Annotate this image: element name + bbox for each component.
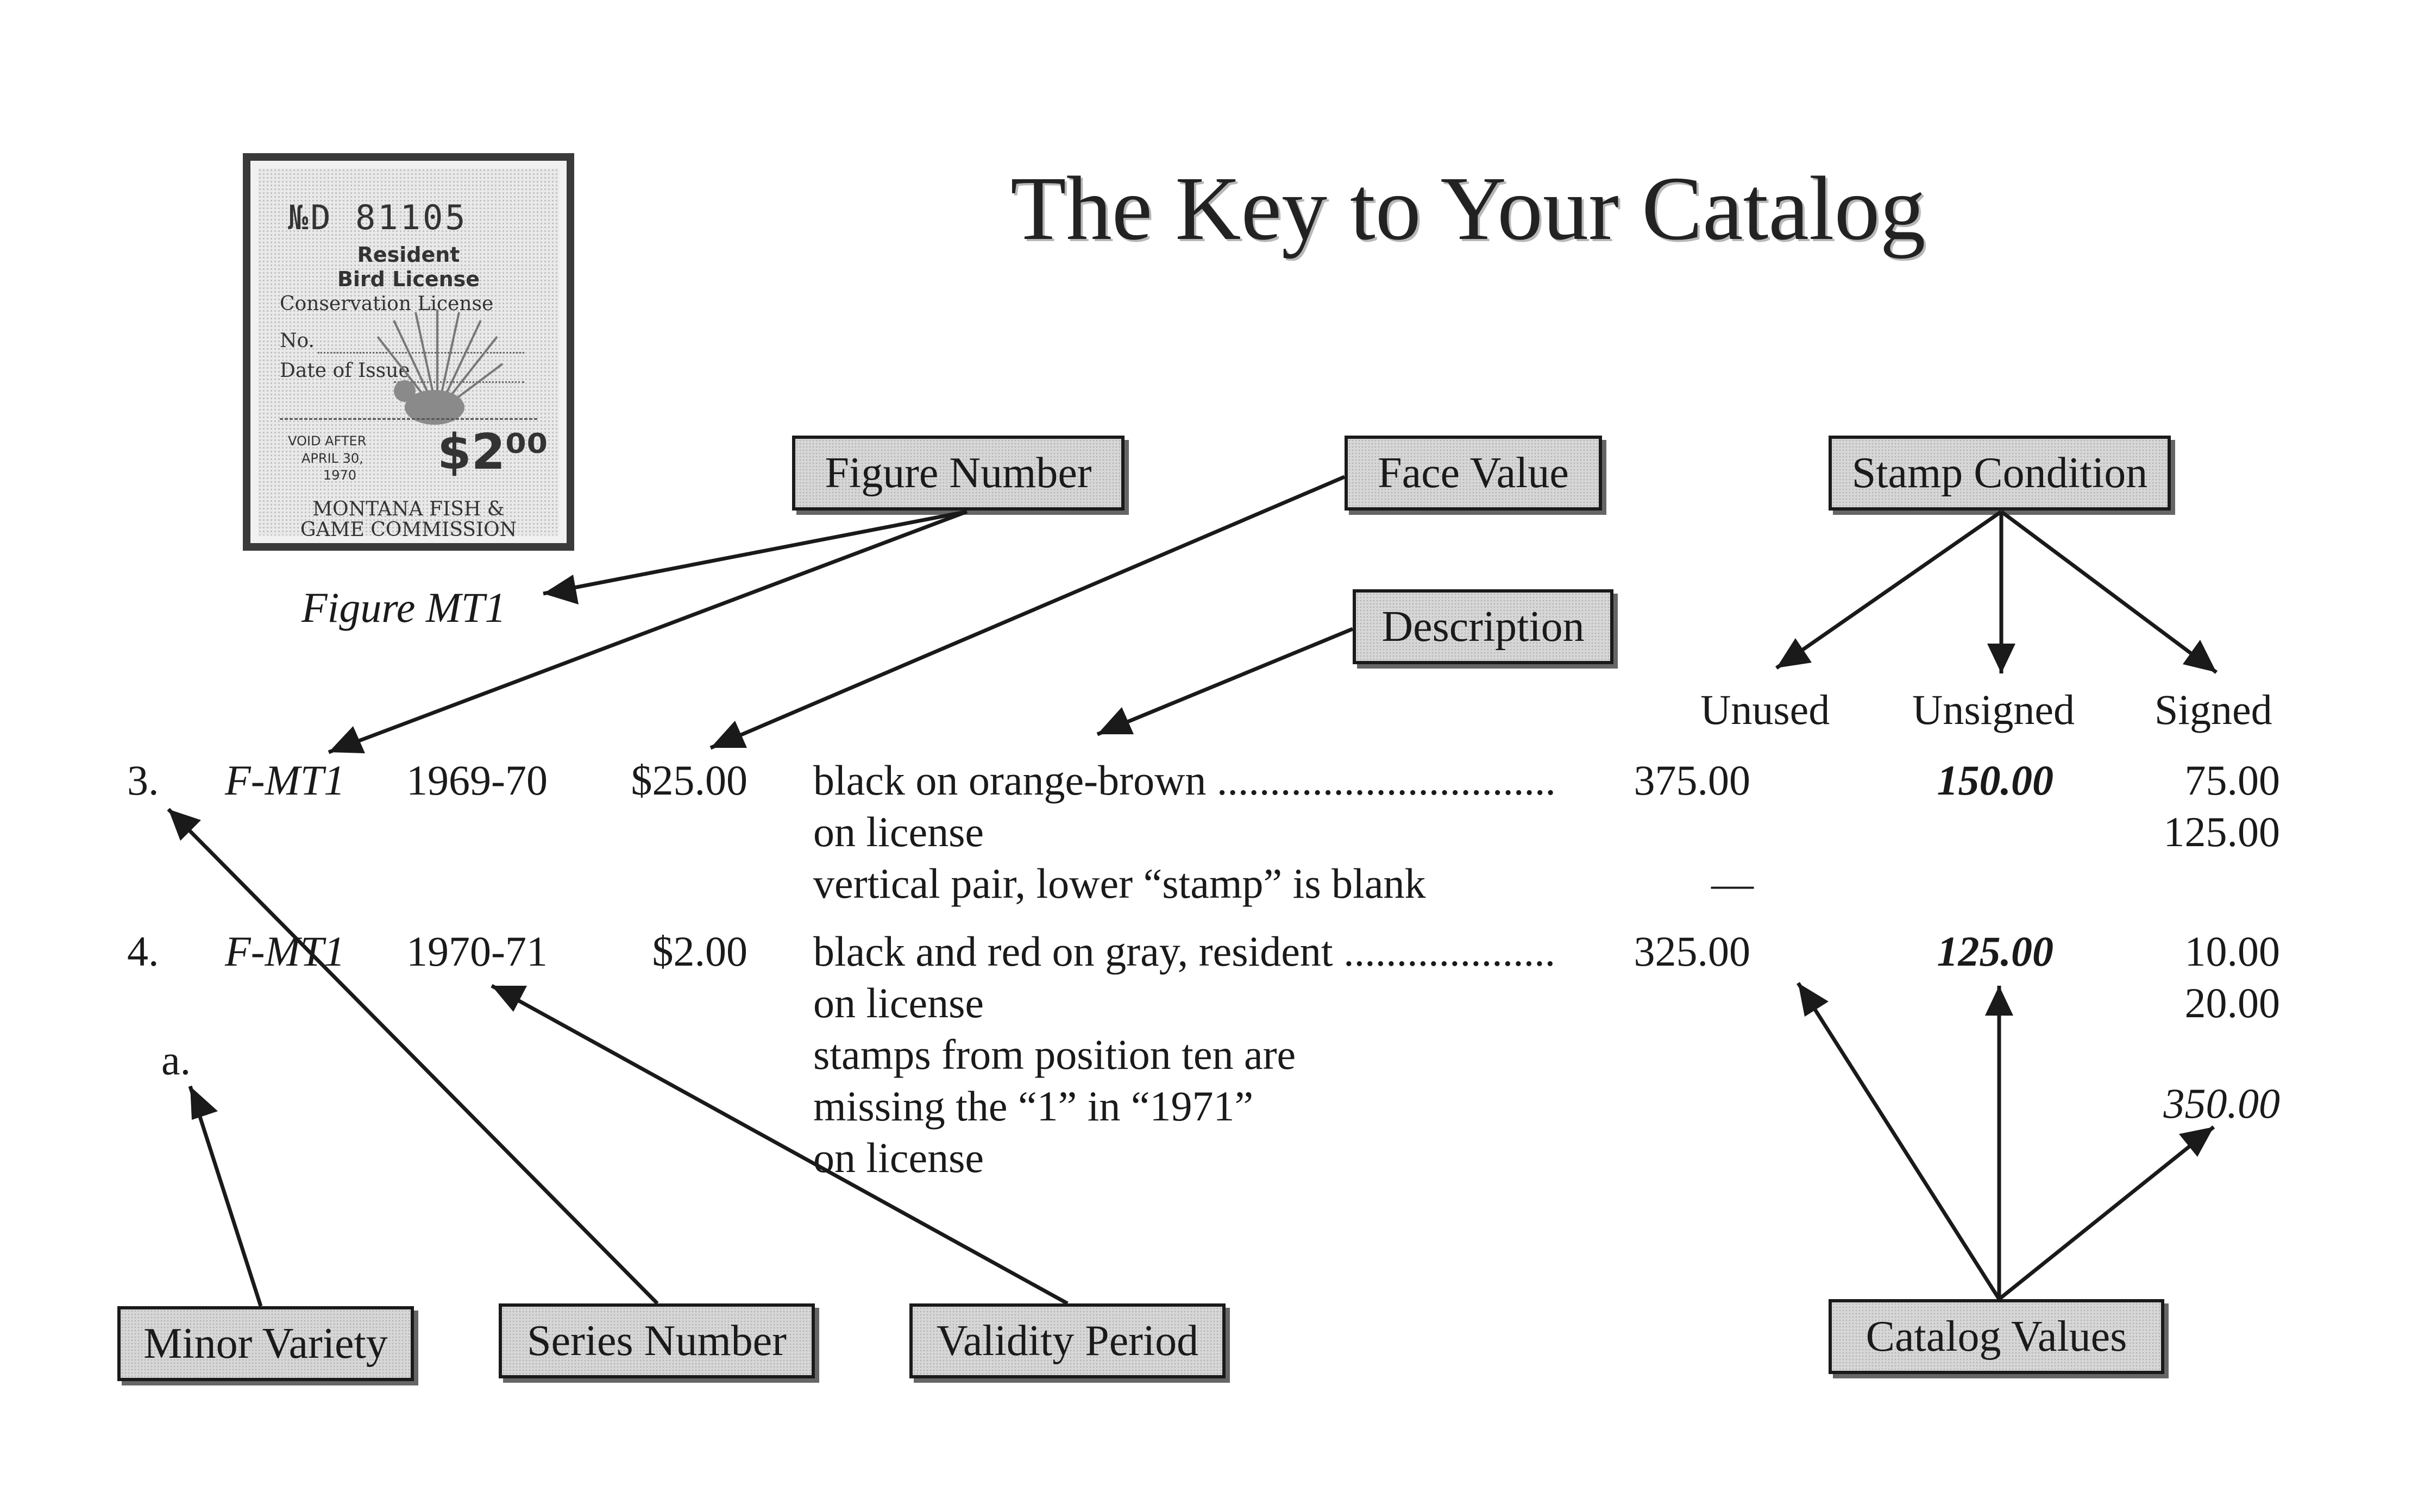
value-unused: 325.00 (1634, 928, 1751, 975)
description: black and red on gray, resident ........… (813, 928, 1556, 975)
page-title: The Key to Your Catalog (1010, 158, 1926, 259)
value-signed: 10.00 (2184, 928, 2281, 975)
description: on license (813, 808, 984, 855)
arrow-to-catalog-unused (1797, 982, 2001, 1300)
stamp-divider (280, 418, 537, 420)
stamp-void-date: APRIL 30, (302, 451, 363, 466)
value-signed: 125.00 (2163, 808, 2281, 855)
validity-period: 1970-71 (406, 928, 548, 975)
stamp-void-year: 1970 (323, 468, 357, 483)
column-header-unused: Unused (1700, 686, 1830, 733)
stamp-line-no: No. (280, 330, 315, 352)
description: on license (813, 979, 984, 1026)
stamp-line-date: Date of Issue (280, 360, 410, 382)
arrow-to-validity-period (491, 984, 1069, 1306)
description: stamps from position ten are (813, 1031, 1296, 1078)
label-figure-number: Figure Number (792, 436, 1125, 511)
stamp-value: $2⁰⁰ (437, 424, 549, 481)
label-stamp-condition: Stamp Condition (1829, 436, 2171, 511)
column-header-signed: Signed (2155, 686, 2272, 733)
stamp-dotted-line (318, 352, 524, 354)
label-catalog-values: Catalog Values (1829, 1299, 2164, 1374)
column-header-unsigned: Unsigned (1912, 686, 2075, 733)
label-face-value: Face Value (1345, 436, 1602, 511)
stamp-dotted-line (394, 381, 524, 383)
value-unused: 375.00 (1634, 757, 1751, 804)
label-description: Description (1353, 589, 1613, 664)
description: on license (813, 1134, 984, 1181)
arrow-to-signed (2000, 510, 2218, 674)
face-value: $25.00 (631, 757, 748, 804)
stamp-commission-line2: GAME COMMISSION (300, 519, 517, 541)
figure-caption: Figure MT1 (302, 584, 506, 631)
description: vertical pair, lower “stamp” is blank (813, 860, 1426, 907)
arrow-to-figure-caption (543, 509, 968, 596)
value-unsigned: 125.00 (1937, 928, 2054, 975)
stamp-face: №D 81105 Resident Bird License Conservat… (247, 158, 570, 546)
face-value: $2.00 (652, 928, 748, 975)
arrow-to-face-value (709, 475, 1346, 750)
validity-period: 1969-70 (406, 757, 548, 804)
series-number: 4. (127, 928, 159, 975)
series-number: 3. (127, 757, 159, 804)
value-signed: 350.00 (2163, 1080, 2281, 1127)
label-minor-variety: Minor Variety (117, 1306, 414, 1381)
arrow-to-series-number (167, 808, 659, 1305)
stamp-line-bird-license: Bird License (337, 267, 480, 291)
arrow-to-unused (1775, 510, 2002, 670)
value-unsigned: 150.00 (1937, 757, 2054, 804)
stamp-image: №D 81105 Resident Bird License Conservat… (243, 153, 574, 551)
stamp-void-after: VOID AFTER (288, 433, 367, 449)
arrow-to-minor-variety (188, 1085, 263, 1307)
value-signed: 75.00 (2184, 757, 2281, 804)
figure-number: F-MT1 (225, 757, 345, 804)
stamp-commission-line1: MONTANA FISH & (312, 498, 505, 520)
description: missing the “1” in “1971” (813, 1082, 1254, 1130)
value-unused: — (1711, 860, 1754, 907)
label-series-number: Series Number (499, 1303, 815, 1378)
value-signed: 20.00 (2184, 979, 2281, 1026)
label-validity-period: Validity Period (909, 1303, 1226, 1378)
arrow-to-description (1096, 627, 1354, 736)
minor-variety-letter: a. (161, 1036, 191, 1083)
stamp-line-conservation: Conservation License (280, 293, 494, 315)
arrow-to-figure-number (328, 509, 968, 754)
arrow-to-catalog-signed (1998, 1125, 2215, 1301)
stamp-serial: №D 81105 (288, 198, 468, 237)
bird-icon (376, 310, 504, 425)
description: black on orange-brown ..................… (813, 757, 1556, 804)
stamp-line-resident: Resident (357, 243, 460, 267)
